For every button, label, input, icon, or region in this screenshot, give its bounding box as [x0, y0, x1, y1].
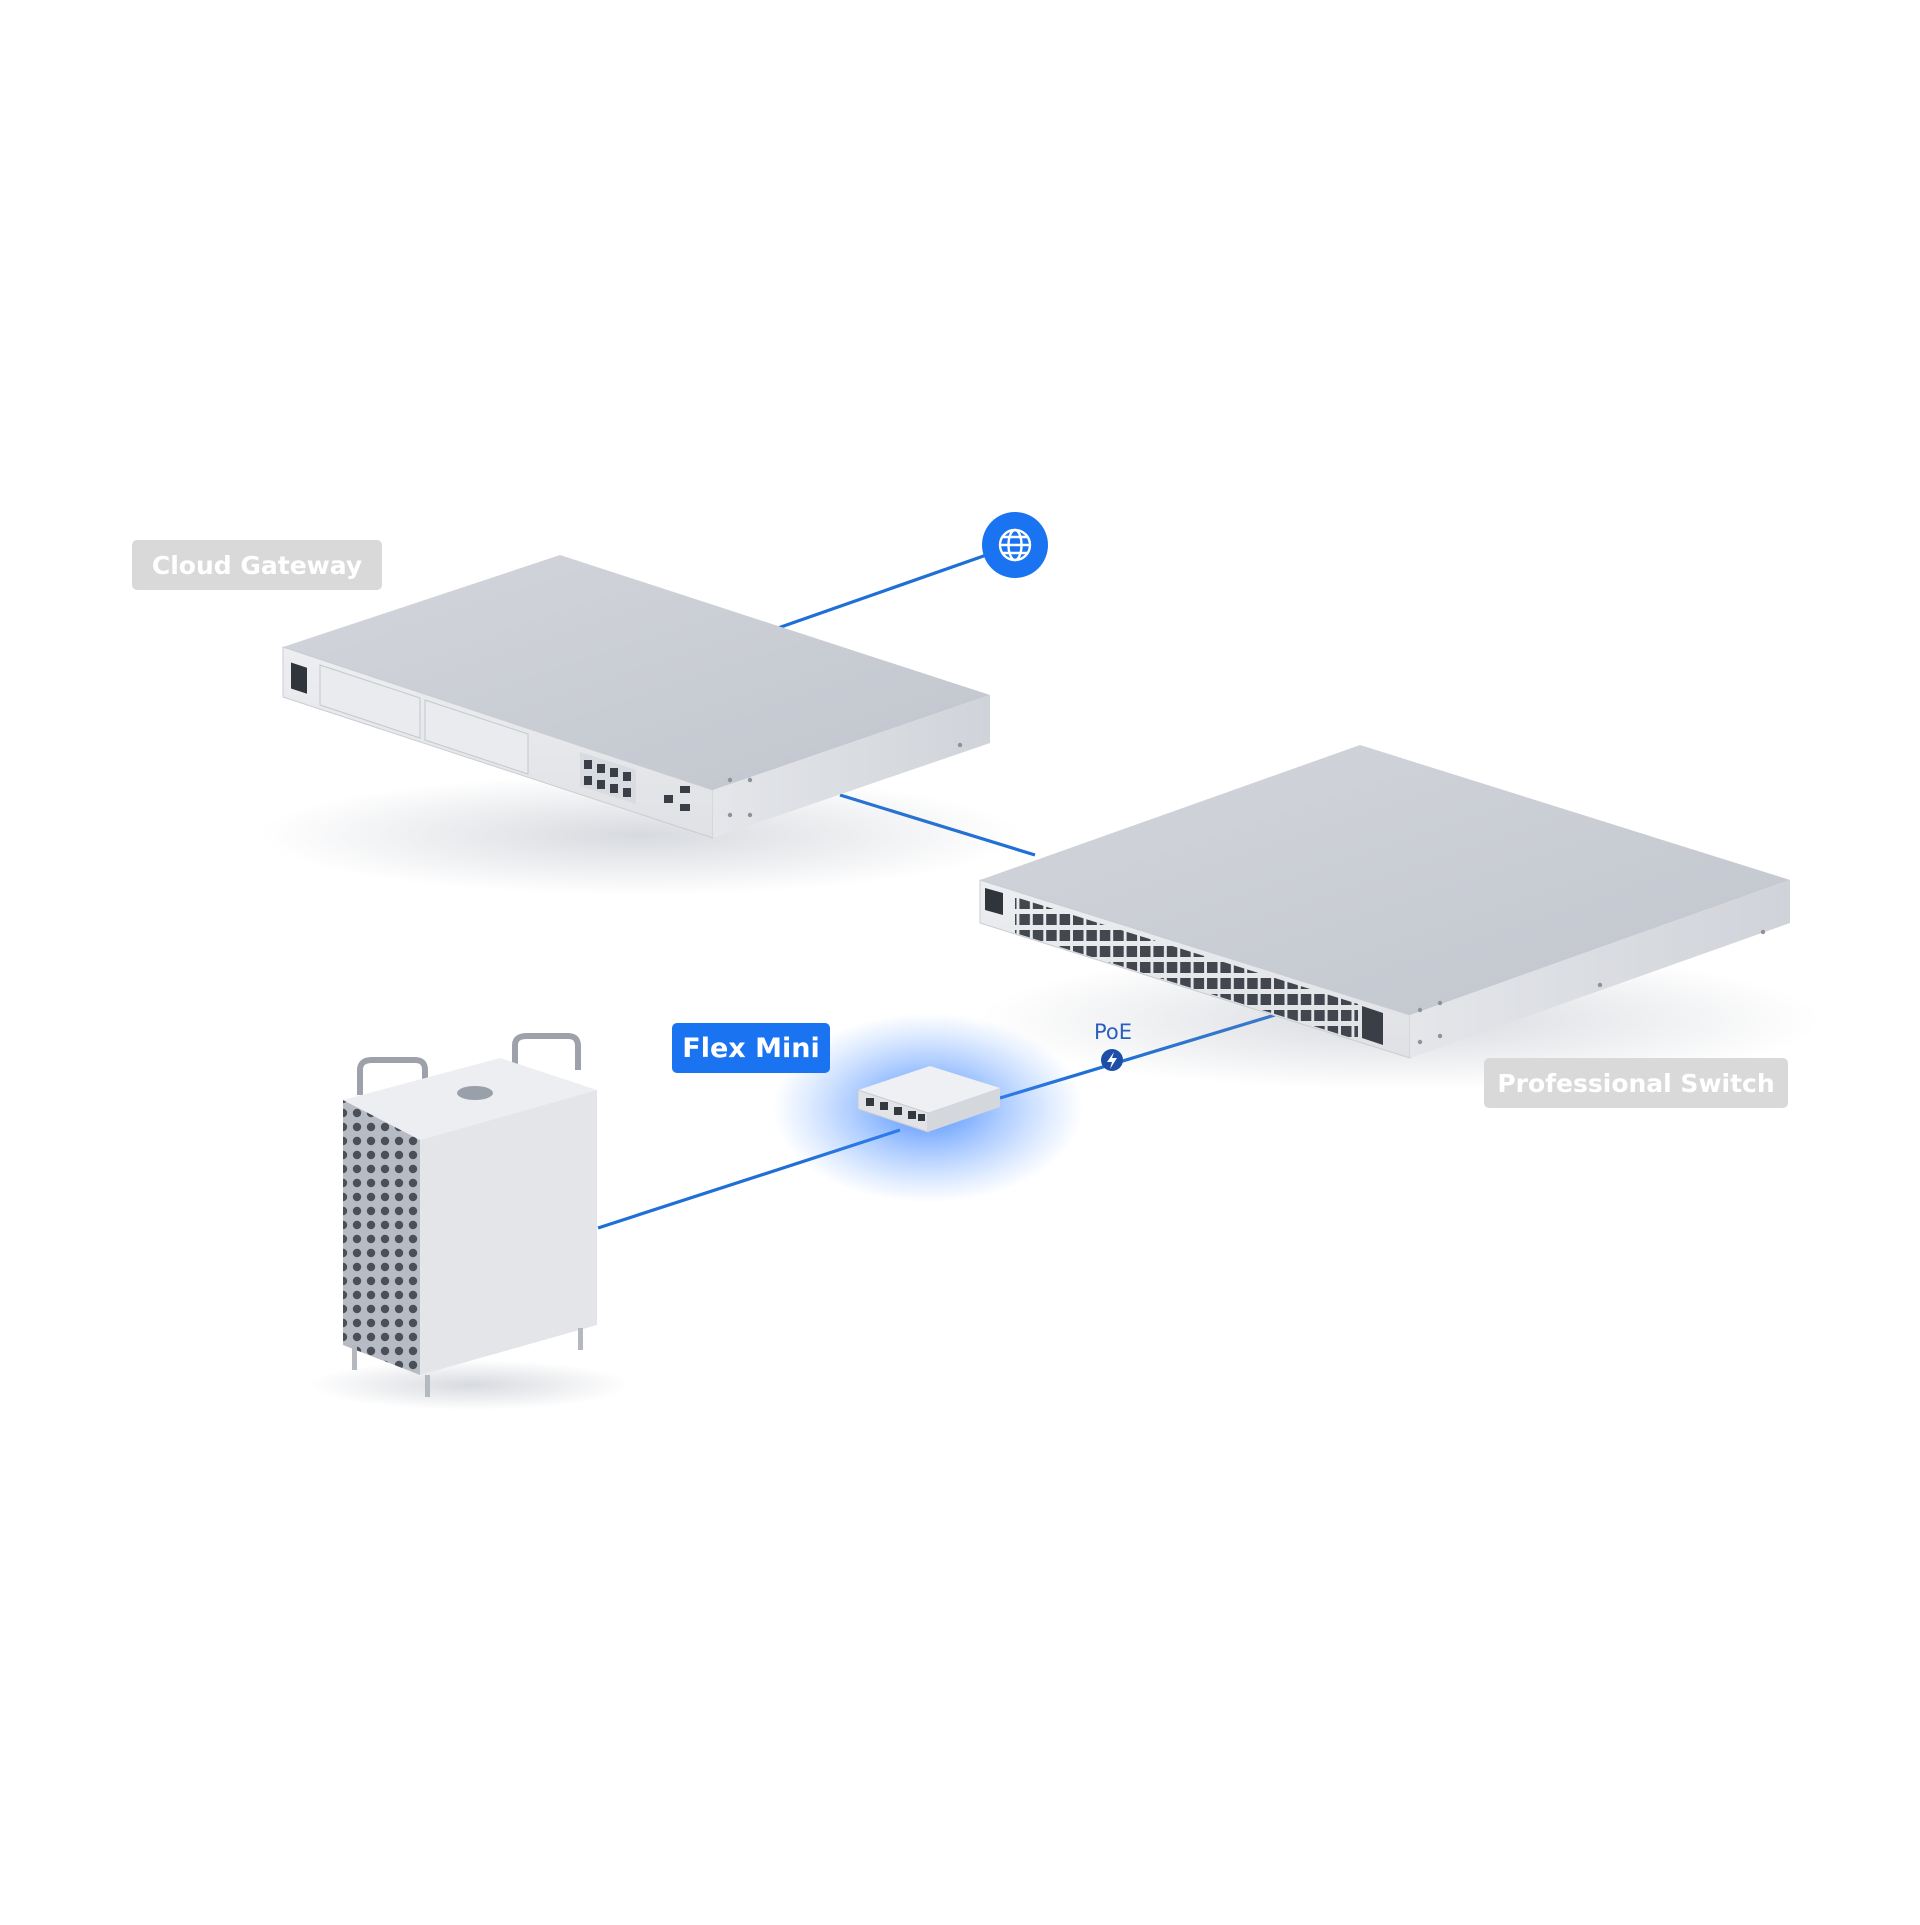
poe-marker [1101, 1049, 1123, 1071]
lightning-bolt-icon [1107, 1052, 1117, 1069]
globe-icon [998, 528, 1032, 562]
flex-mini-device [773, 1013, 1083, 1203]
flex-mini-label: Flex Mini [672, 1023, 830, 1073]
link-gateway-internet [777, 543, 1016, 630]
cloud-gateway-device [260, 555, 1020, 895]
internet-globe [982, 512, 1048, 578]
cloud-gateway-label: Cloud Gateway [132, 540, 382, 590]
poe-label: PoE [1093, 1020, 1133, 1044]
professional-switch-label: Professional Switch [1484, 1058, 1788, 1108]
professional-switch-device [979, 745, 1820, 1090]
workstation-tower [310, 1033, 630, 1410]
